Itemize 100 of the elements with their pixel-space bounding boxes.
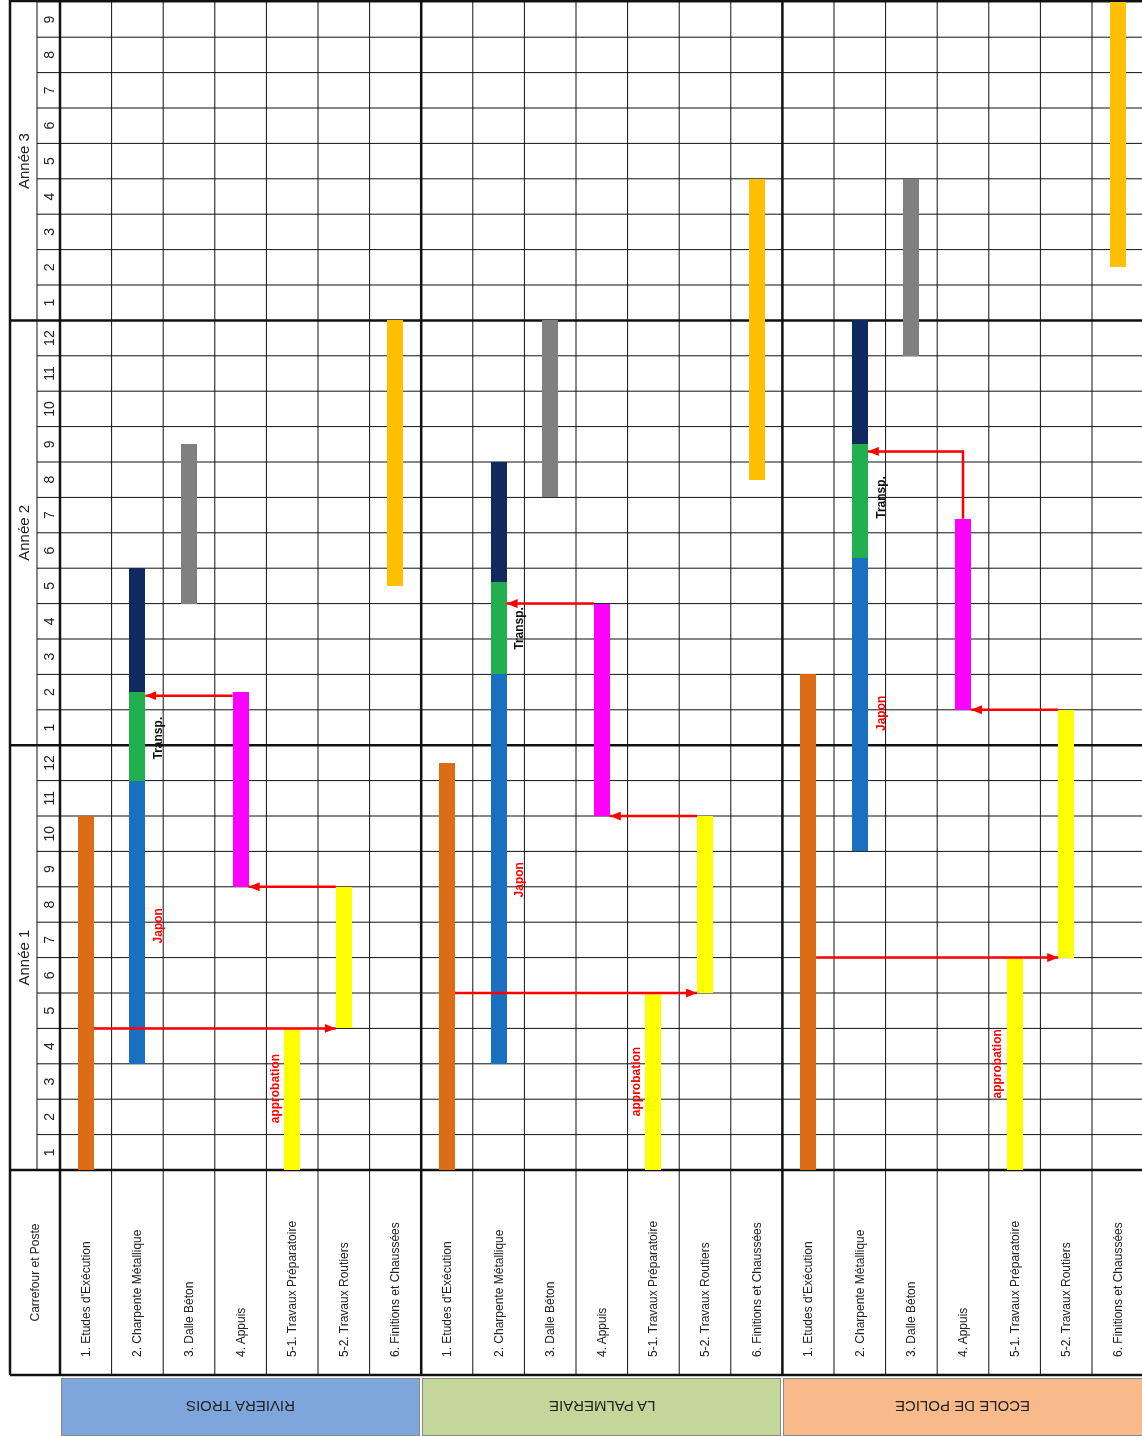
bar-note: Transp. xyxy=(874,476,888,519)
month-number: 8 xyxy=(40,51,57,59)
month-number: 6 xyxy=(40,121,57,130)
gantt-bar xyxy=(851,320,868,445)
month-number: 8 xyxy=(40,900,57,909)
gantt-bar xyxy=(490,582,507,675)
gantt-bar xyxy=(284,1028,301,1170)
task-label: 5-2. Travaux Routiers xyxy=(336,1242,351,1357)
arrow xyxy=(971,705,1059,715)
month-number: 2 xyxy=(40,1113,57,1121)
bar-note: approbation xyxy=(268,1053,282,1124)
month-number: 10 xyxy=(40,825,57,842)
gantt-bar xyxy=(903,178,920,356)
gantt-bar xyxy=(129,692,146,781)
task-label: 6. Finitions et Chaussées xyxy=(1110,1222,1125,1357)
month-number: 3 xyxy=(40,1077,57,1086)
gantt-bar xyxy=(851,444,868,558)
gantt-bar xyxy=(593,603,610,816)
task-label: 1. Etudes d'Exécution xyxy=(440,1241,454,1357)
month-number: 5 xyxy=(40,582,57,590)
gantt-bar xyxy=(439,762,455,1170)
group-title: RIVIERA TROIS xyxy=(186,1398,296,1416)
gantt-bar xyxy=(129,568,146,693)
month-number: 9 xyxy=(40,865,57,873)
month-number: 4 xyxy=(40,1042,57,1050)
task-label: 3. Dalle Béton xyxy=(904,1281,919,1357)
month-number: 2 xyxy=(40,263,57,272)
task-label: 5-1. Travaux Préparatoire xyxy=(646,1220,661,1357)
task-label: 2. Charpente Métallique xyxy=(130,1229,145,1357)
bar-note: Japon xyxy=(874,695,888,731)
group-band xyxy=(61,1378,421,1436)
gantt-bar xyxy=(387,320,404,586)
arrow xyxy=(455,988,697,998)
month-number: 9 xyxy=(40,15,57,24)
arrow xyxy=(609,811,697,821)
bar-note: Japon xyxy=(152,908,166,944)
gantt-bar xyxy=(129,780,146,1064)
month-number: 1 xyxy=(40,723,57,732)
gantt-bar xyxy=(1006,957,1023,1170)
month-number: 5 xyxy=(40,157,57,165)
gantt-bar xyxy=(1058,709,1075,958)
month-number: 12 xyxy=(40,330,57,346)
group-band xyxy=(422,1378,782,1436)
task-label: 3. Dalle Béton xyxy=(182,1281,196,1357)
gantt-bar xyxy=(748,178,765,480)
column-header: Carrefour et Poste xyxy=(28,1223,42,1322)
gantt-bar xyxy=(955,518,971,710)
task-label: 4. Appuis xyxy=(594,1307,609,1357)
year-header: Année 2 xyxy=(15,504,32,561)
task-label: 4. Appuis xyxy=(956,1307,970,1357)
gantt-bar xyxy=(1109,1,1126,268)
group-title: LA PALMERAIE xyxy=(548,1398,655,1416)
arrow xyxy=(816,953,1059,963)
gantt-bar xyxy=(490,462,507,583)
month-number: 7 xyxy=(40,936,57,944)
month-number: 6 xyxy=(40,971,57,980)
month-number: 11 xyxy=(40,366,57,381)
gantt-bar xyxy=(77,816,94,1170)
task-label: 5-2. Travaux Routiers xyxy=(698,1242,712,1357)
bar-note: approbation xyxy=(991,1029,1005,1099)
month-number: 9 xyxy=(40,440,57,449)
arrow xyxy=(93,1023,336,1033)
month-number: 11 xyxy=(40,791,57,806)
month-number: 3 xyxy=(40,652,57,661)
gantt-bar xyxy=(697,816,713,993)
month-number: 3 xyxy=(40,228,57,236)
month-number: 8 xyxy=(40,475,57,484)
year-header: Année 1 xyxy=(15,929,32,986)
month-number: 4 xyxy=(40,617,57,626)
month-number: 12 xyxy=(40,755,57,771)
task-label: 5-1. Travaux Préparatoire xyxy=(285,1220,300,1357)
bar-note: Transp. xyxy=(152,716,166,760)
arrow xyxy=(506,599,594,609)
month-number: 10 xyxy=(40,401,57,417)
task-label: 5-2. Travaux Routiers xyxy=(1059,1242,1074,1357)
month-number: 1 xyxy=(40,1148,57,1157)
task-label: 1. Etudes d'Exécution xyxy=(78,1241,93,1357)
task-label: 6. Finitions et Chaussées xyxy=(388,1222,403,1357)
month-number: 1 xyxy=(40,298,57,307)
gantt-bar xyxy=(542,320,559,498)
task-label: 6. Finitions et Chaussées xyxy=(749,1222,764,1357)
arrow xyxy=(145,691,233,701)
task-label: 2. Charpente Métallique xyxy=(852,1229,867,1357)
gantt-bar xyxy=(851,557,868,852)
group-band xyxy=(783,1378,1142,1436)
month-number: 7 xyxy=(40,86,57,95)
task-label: 3. Dalle Béton xyxy=(543,1281,558,1357)
task-label: 1. Etudes d'Exécution xyxy=(801,1241,816,1357)
month-number: 2 xyxy=(40,688,57,696)
year-header: Année 3 xyxy=(15,133,32,190)
month-number: 4 xyxy=(40,192,57,201)
month-number: 5 xyxy=(40,1006,57,1015)
gantt-bar xyxy=(645,993,662,1170)
task-label: 4. Appuis xyxy=(233,1307,248,1357)
arrow xyxy=(867,446,965,519)
task-label: 2. Charpente Métallique xyxy=(491,1229,506,1357)
task-label: 5-1. Travaux Préparatoire xyxy=(1007,1220,1022,1357)
gantt-bar xyxy=(232,692,249,887)
gantt-bar xyxy=(800,674,817,1170)
month-number: 7 xyxy=(40,511,57,519)
